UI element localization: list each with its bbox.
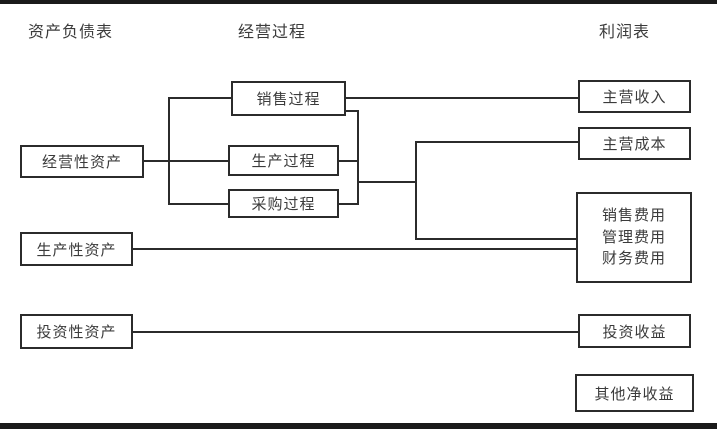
column-title-balance-sheet: 资产负债表 [28, 24, 114, 41]
edge-productive-assets-to-expenses [132, 248, 579, 250]
edge-purchase-process-stub [338, 203, 359, 205]
edge-investment-assets-to-investment-income [132, 331, 579, 333]
page-edge-top [0, 0, 717, 4]
edge-bracket-to-sales-process [168, 97, 232, 99]
node-sales-process[interactable]: 销售过程 [231, 81, 346, 116]
edge-bracket-to-main-cost [415, 141, 579, 143]
node-investment-assets[interactable]: 投资性资产 [20, 314, 133, 349]
expense-line-admin: 管理费用 [601, 228, 666, 246]
node-expenses[interactable]: 销售费用 管理费用 财务费用 [576, 192, 692, 283]
column-title-operating-process: 经营过程 [238, 24, 307, 41]
node-purchase-process[interactable]: 采购过程 [228, 189, 339, 218]
expense-line-selling: 销售费用 [601, 206, 666, 224]
page-edge-bottom [0, 423, 717, 429]
edge-bracket-to-purchase-process [168, 203, 229, 205]
edge-income-bracket-vertical [415, 141, 417, 240]
edge-production-process-stub [338, 160, 359, 162]
node-main-revenue[interactable]: 主营收入 [578, 80, 691, 113]
node-investment-income[interactable]: 投资收益 [578, 314, 691, 348]
edge-collector-to-income-bracket [357, 181, 417, 183]
edge-bracket-to-production-process [168, 160, 229, 162]
edge-sales-process-cost-stub [345, 110, 359, 112]
expense-line-finance: 财务费用 [601, 250, 666, 268]
node-production-process[interactable]: 生产过程 [228, 145, 339, 176]
node-operating-assets[interactable]: 经营性资产 [20, 145, 144, 178]
edge-sales-process-to-main-revenue [345, 97, 579, 99]
edge-bracket-to-expenses [415, 238, 579, 240]
edge-cost-collector-vertical-upper [357, 110, 359, 182]
column-title-income-statement: 利润表 [599, 24, 651, 41]
node-other-net-income[interactable]: 其他净收益 [575, 374, 694, 412]
node-main-cost[interactable]: 主营成本 [578, 127, 691, 160]
edge-process-bracket-vertical [168, 97, 170, 205]
node-productive-assets[interactable]: 生产性资产 [20, 232, 133, 266]
edge-operating-assets-stub [143, 160, 170, 162]
